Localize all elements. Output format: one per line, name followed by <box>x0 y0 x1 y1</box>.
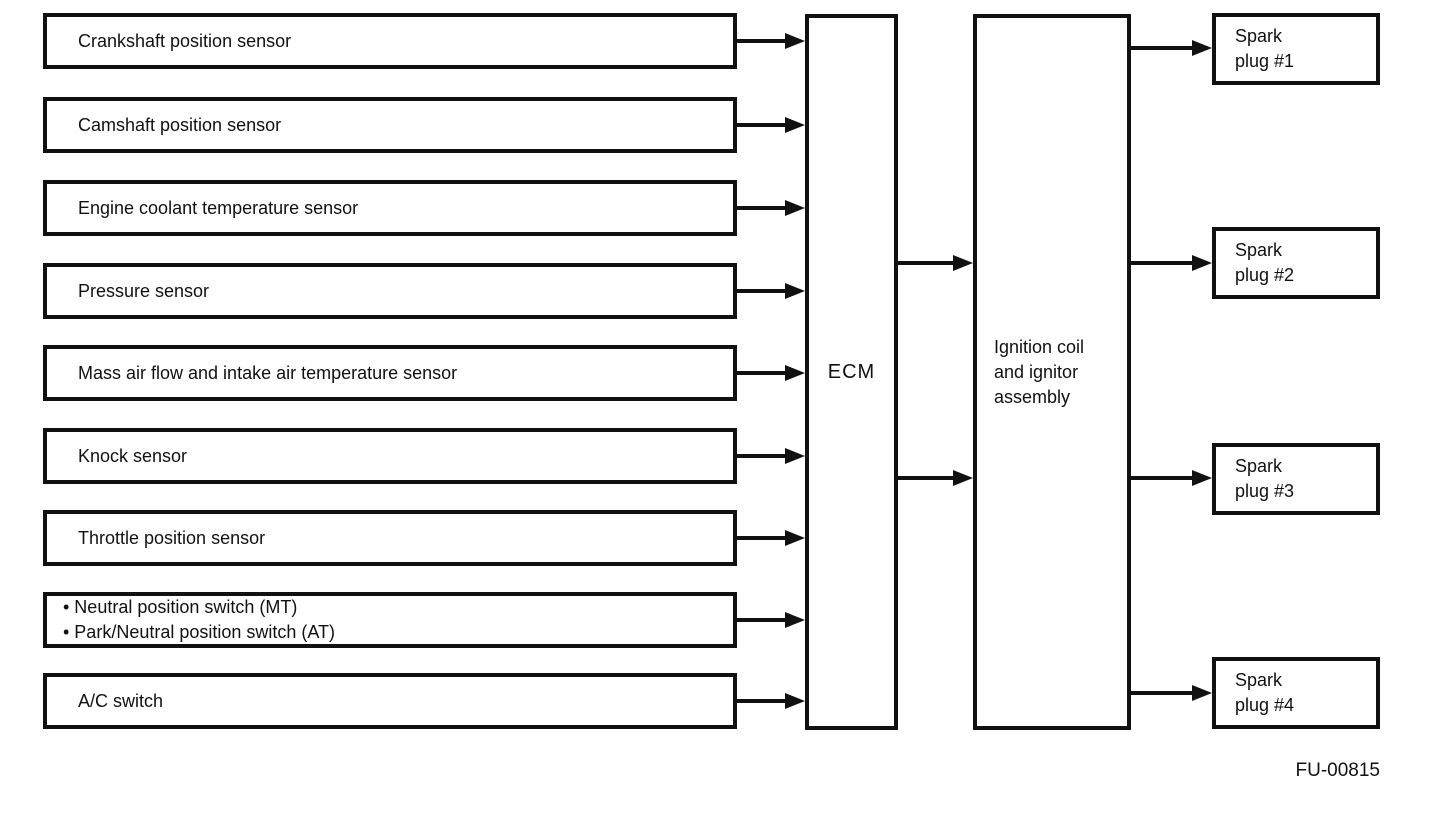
figure-code: FU-00815 <box>1295 760 1381 781</box>
arrow-maf-iat-to-ecm <box>737 365 805 381</box>
node-label: Camshaft position sensor <box>78 114 282 135</box>
node-camshaft-position-sensor: Camshaft position sensor <box>43 97 737 153</box>
node-label: Mass air flow and intake air temperature… <box>78 362 458 383</box>
node-throttle-position-sensor: Throttle position sensor <box>43 510 737 566</box>
node-ac-switch: A/C switch <box>43 673 737 729</box>
arrow-pressure-to-ecm <box>737 283 805 299</box>
node-label: A/C switch <box>78 690 164 711</box>
node-spark-plug-1: Spark plug #1 <box>1212 13 1380 85</box>
arrow-neutral-switch-to-ecm <box>737 612 805 628</box>
arrow-crankshaft-to-ecm <box>737 33 805 49</box>
node-spark-plug-4: Spark plug #4 <box>1212 657 1380 729</box>
node-engine-coolant-temperature-sensor: Engine coolant temperature sensor <box>43 180 737 236</box>
node-ecm: ECM <box>805 14 898 730</box>
node-label: • Neutral position switch (MT) <box>63 597 298 617</box>
arrow-ignition-to-spark-plug-1 <box>1131 40 1212 56</box>
node-label: Knock sensor <box>78 445 188 466</box>
node-ignition-coil-and-ignitor-assembly: Ignition coil and ignitor assembly <box>973 14 1131 730</box>
arrow-ac-switch-to-ecm <box>737 693 805 709</box>
node-neutral-park-position-switch: • Neutral position switch (MT) • Park/Ne… <box>43 592 737 648</box>
arrow-throttle-to-ecm <box>737 530 805 546</box>
node-label: plug #2 <box>1235 265 1295 285</box>
node-label: assembly <box>994 386 1071 407</box>
node-label: plug #3 <box>1235 481 1295 501</box>
node-crankshaft-position-sensor: Crankshaft position sensor <box>43 13 737 69</box>
node-label: Spark <box>1235 670 1283 690</box>
node-mass-air-flow-and-intake-air-temperature-sensor: Mass air flow and intake air temperature… <box>43 345 737 401</box>
arrow-coolant-temp-to-ecm <box>737 200 805 216</box>
arrow-ignition-to-spark-plug-2 <box>1131 255 1212 271</box>
arrow-ecm-to-ignition-upper <box>898 255 973 271</box>
node-knock-sensor: Knock sensor <box>43 428 737 484</box>
node-spark-plug-2: Spark plug #2 <box>1212 227 1380 299</box>
node-label: plug #4 <box>1235 695 1295 715</box>
arrow-ignition-to-spark-plug-3 <box>1131 470 1212 486</box>
node-label: Pressure sensor <box>78 280 210 301</box>
node-label: and ignitor <box>994 361 1079 382</box>
node-label: Engine coolant temperature sensor <box>78 197 359 218</box>
arrow-camshaft-to-ecm <box>737 117 805 133</box>
node-label: • Park/Neutral position switch (AT) <box>63 622 336 642</box>
node-pressure-sensor: Pressure sensor <box>43 263 737 319</box>
arrow-ecm-to-ignition-lower <box>898 470 973 486</box>
node-label: Spark <box>1235 456 1283 476</box>
node-label: Spark <box>1235 26 1283 46</box>
node-label: ECM <box>827 360 876 383</box>
arrow-knock-to-ecm <box>737 448 805 464</box>
node-label: Spark <box>1235 240 1283 260</box>
arrow-ignition-to-spark-plug-4 <box>1131 685 1212 701</box>
node-label: Ignition coil <box>994 336 1085 357</box>
node-label: Crankshaft position sensor <box>78 30 292 51</box>
node-label: plug #1 <box>1235 51 1295 71</box>
node-label: Throttle position sensor <box>78 527 266 548</box>
node-spark-plug-3: Spark plug #3 <box>1212 443 1380 515</box>
